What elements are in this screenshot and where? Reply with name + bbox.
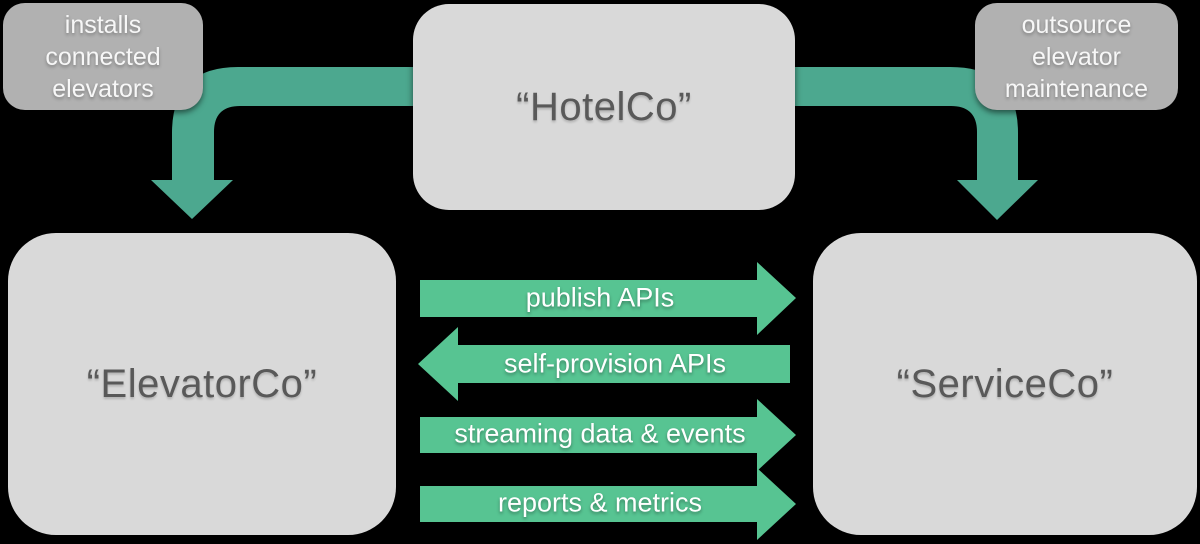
edge-label-outsource-line-1: outsource: [1021, 10, 1132, 39]
flow-arrow-publish-apis: [420, 262, 796, 335]
node-elevatorco: “ElevatorCo”: [8, 233, 396, 535]
flow-arrow-reports-metrics: [420, 468, 796, 540]
edge-label-outsource-line-3: maintenance: [1004, 74, 1149, 103]
flow-label-reports-metrics: reports & metrics: [497, 487, 703, 518]
edge-label-installs-line-3: elevators: [52, 74, 154, 103]
edge-label-installs-line-1: installs: [64, 10, 142, 39]
node-elevatorco-label: “ElevatorCo”: [86, 361, 318, 406]
flow-label-self-provision-apis: self-provision APIs: [503, 348, 727, 379]
edge-label-installs-line-2: connected: [45, 42, 161, 71]
node-serviceco: “ServiceCo”: [813, 233, 1197, 535]
edge-label-outsource-line-2: elevator: [1032, 42, 1121, 71]
flow-arrow-streaming-data-events: [420, 399, 796, 471]
elbow-arrow-hotelco-to-serviceco: [794, 67, 1038, 220]
edge-label-outsource: outsource elevator maintenance: [975, 3, 1178, 110]
elbow-arrow-hotelco-to-elevatorco: [151, 67, 414, 219]
edge-label-installs: installs connected elevators: [3, 3, 203, 110]
flow-arrow-self-provision-apis: [418, 327, 790, 401]
flow-label-publish-apis: publish APIs: [525, 282, 675, 313]
node-serviceco-label: “ServiceCo”: [896, 361, 1114, 406]
node-hotelco: “HotelCo”: [413, 4, 795, 210]
flow-label-streaming-data-events: streaming data & events: [454, 418, 746, 449]
node-hotelco-label: “HotelCo”: [516, 84, 692, 129]
